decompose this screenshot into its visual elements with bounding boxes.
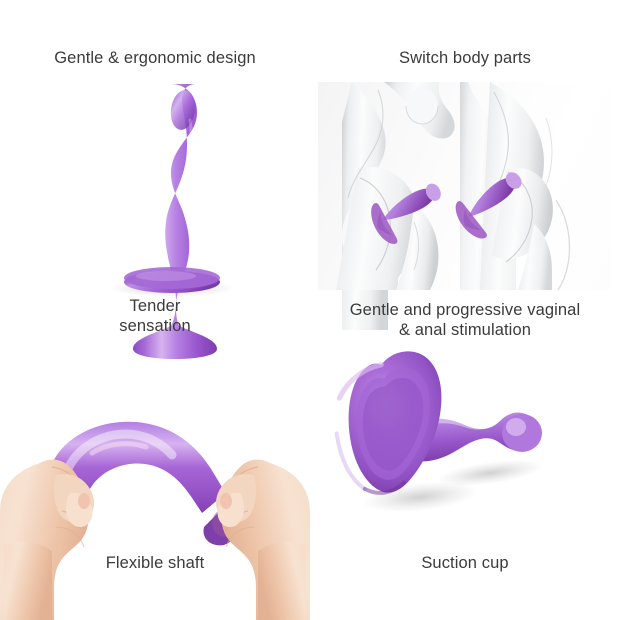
panel-suction-cup: Suction cup [310, 345, 620, 620]
female-body-silhouette [336, 82, 455, 330]
left-hand [0, 459, 94, 620]
illustration-suction-cup [310, 345, 620, 620]
right-hand [216, 459, 310, 620]
inserted-toy-left [371, 183, 441, 245]
caption-flexible-shaft: Flexible shaft [105, 554, 205, 572]
caption-switch-body-parts: Switch body parts [399, 49, 531, 67]
illustration-curved-toy [0, 0, 310, 359]
body-silhouette-panel [318, 82, 610, 330]
caption-vaginal-anal-stimulation: Gentle and progressive vaginal & anal st… [349, 301, 581, 339]
illustration-hands-bending-shaft [0, 345, 310, 620]
caption-suction-cup: Suction cup [421, 554, 509, 572]
caption-gentle-ergonomic-design: Gentle & ergonomic design [54, 49, 256, 67]
panel-flexible-shaft: Flexible shaft [0, 345, 310, 620]
heart-suction-cup [334, 351, 442, 495]
panel-switch-body-parts: Switch body parts [310, 0, 620, 345]
caption-tender-sensation: Tender sensation [119, 297, 191, 335]
inserted-toy-right [455, 172, 522, 239]
panel-gentle-ergonomic-design: Gentle & ergonomic design [0, 0, 310, 359]
